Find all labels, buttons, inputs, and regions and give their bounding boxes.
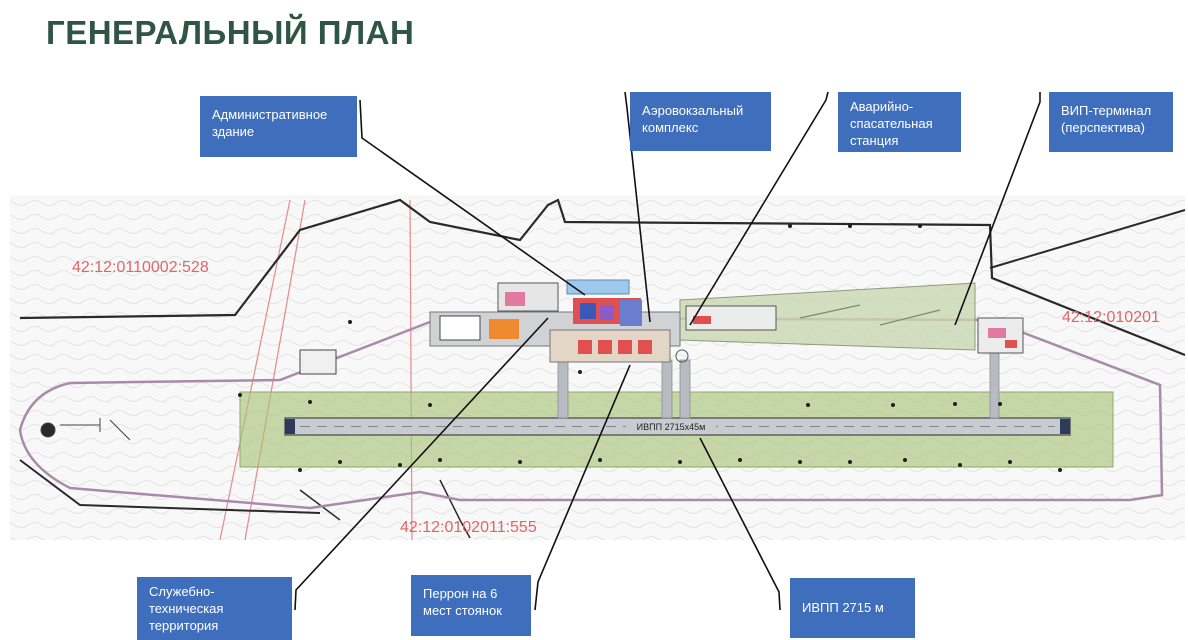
runway-label: ИВПП 2715х45м [637,422,706,432]
callout-apron: Перрон на 6 мест стоянок [411,575,531,636]
parcel-number-right: 42:12:010201 [1062,309,1160,326]
left-installations [40,349,337,441]
callout-leaders [294,91,1041,611]
callout-service-area-text: Служебно-техническая территория [149,584,224,633]
callout-admin-building-text: Административное здание [212,107,328,139]
perimeter-road [18,316,1164,510]
terminal-complex [429,279,777,363]
parcel-number-left: 42:12:0110002:528 [72,259,209,276]
vip-buildings [977,317,1024,354]
parcel-number-bottom: 42:12:0102011:555 [400,519,537,536]
taxiways [557,349,1000,419]
callout-rescue-station-text: Аварийно-спасательная станция [850,99,933,148]
callout-vip-terminal: ВИП-терминал (перспектива) [1049,92,1173,152]
callout-runway-text: ИВПП 2715 м [802,600,884,615]
page-title: ГЕНЕРАЛЬНЫЙ ПЛАН [46,14,415,51]
callout-service-area: Служебно-техническая территория [137,577,292,640]
field-markers [238,224,1062,472]
callout-rescue-station: Аварийно-спасательная станция [838,92,961,152]
callout-admin-building: Административное здание [200,96,357,157]
callout-terminal-complex: Аэровокзальный комплекс [630,92,771,151]
callout-terminal-complex-text: Аэровокзальный комплекс [642,103,744,135]
callout-apron-text: Перрон на 6 мест стоянок [423,586,502,618]
callout-vip-terminal-text: ВИП-терминал (перспектива) [1061,103,1152,135]
callout-runway: ИВПП 2715 м [790,578,915,638]
